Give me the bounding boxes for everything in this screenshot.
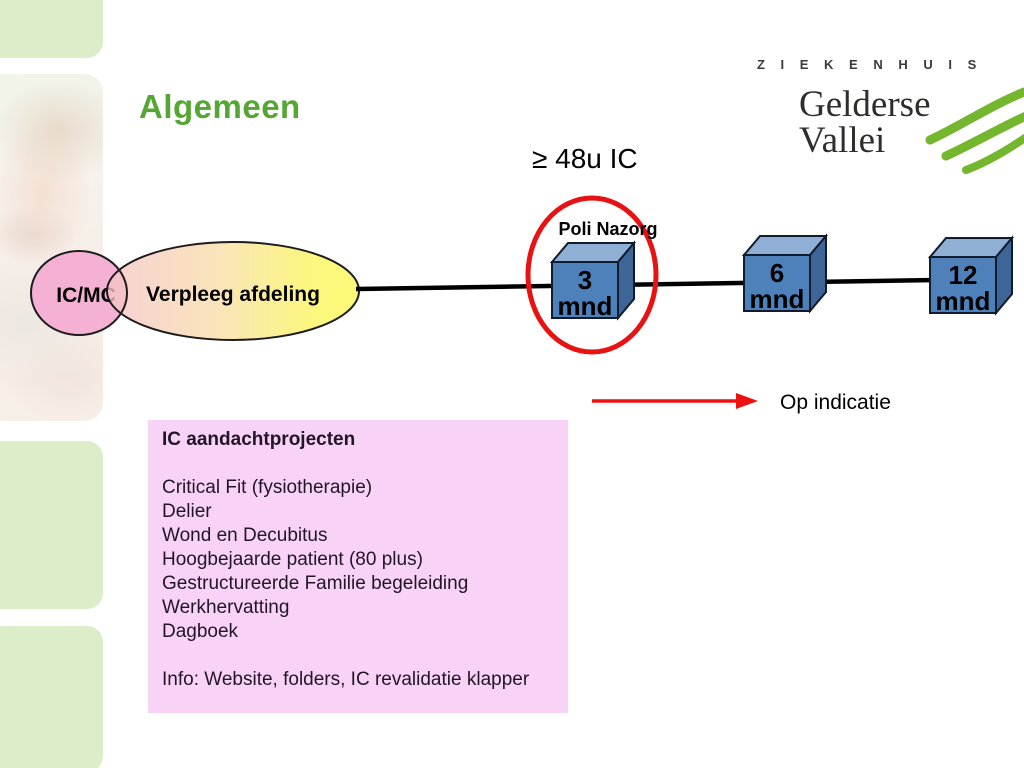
cube-12-value: 12 xyxy=(949,260,978,290)
sidebar-nurse-photo xyxy=(0,74,103,421)
sidebar-green-block-middle xyxy=(0,441,103,609)
logo-waves-icon xyxy=(925,87,1024,174)
projects-box-title: IC aandachtprojecten xyxy=(162,429,356,450)
verpleeg-ellipse-outline xyxy=(106,241,360,341)
op-indicatie-label: Op indicatie xyxy=(780,391,891,414)
highlight-circle xyxy=(525,195,659,355)
logo-gelderse-text: Gelderse xyxy=(799,84,931,125)
poli-nazorg-label: Poli Nazorg xyxy=(558,219,657,239)
project-item: Gestructureerde Familie begeleiding xyxy=(162,573,469,594)
projects-info-line: Info: Website, folders, IC revalidatie k… xyxy=(162,669,530,690)
verpleeg-label: Verpleeg afdeling xyxy=(146,283,320,306)
timeline-line xyxy=(355,277,937,292)
cube-3-unit: mnd xyxy=(558,291,613,321)
verpleeg-ellipse xyxy=(107,242,359,340)
cube-3-value: 3 xyxy=(578,265,592,295)
cube-12-unit: mnd xyxy=(936,286,991,316)
ic-duration-label: ≥ 48u IC xyxy=(532,143,638,174)
page-title: Algemeen xyxy=(139,88,301,125)
milestone-cube-12mnd: 12 mnd xyxy=(927,235,1015,316)
project-item: Dagboek xyxy=(162,621,239,642)
milestone-cube-6mnd: 6 mnd xyxy=(741,233,829,314)
op-indicatie-arrow xyxy=(592,393,758,409)
project-item: Delier xyxy=(162,501,212,522)
cube-6-value: 6 xyxy=(770,258,784,288)
project-item: Werkhervatting xyxy=(162,597,290,618)
sidebar-green-block-bottom xyxy=(0,626,103,768)
logo-vallei-text: Vallei xyxy=(799,120,886,161)
logo-ziekenhuis-text: Z I E K E N H U I S xyxy=(757,57,983,72)
milestone-cube-3mnd: 3 mnd xyxy=(549,240,637,321)
sidebar-green-block-top xyxy=(0,0,103,58)
ic-projects-box: IC aandachtprojecten Critical Fit (fysio… xyxy=(148,420,568,713)
cube-6-unit: mnd xyxy=(750,284,805,314)
project-item: Hoogbejaarde patient (80 plus) xyxy=(162,549,423,570)
project-item: Wond en Decubitus xyxy=(162,525,328,546)
project-item: Critical Fit (fysiotherapie) xyxy=(162,477,373,498)
